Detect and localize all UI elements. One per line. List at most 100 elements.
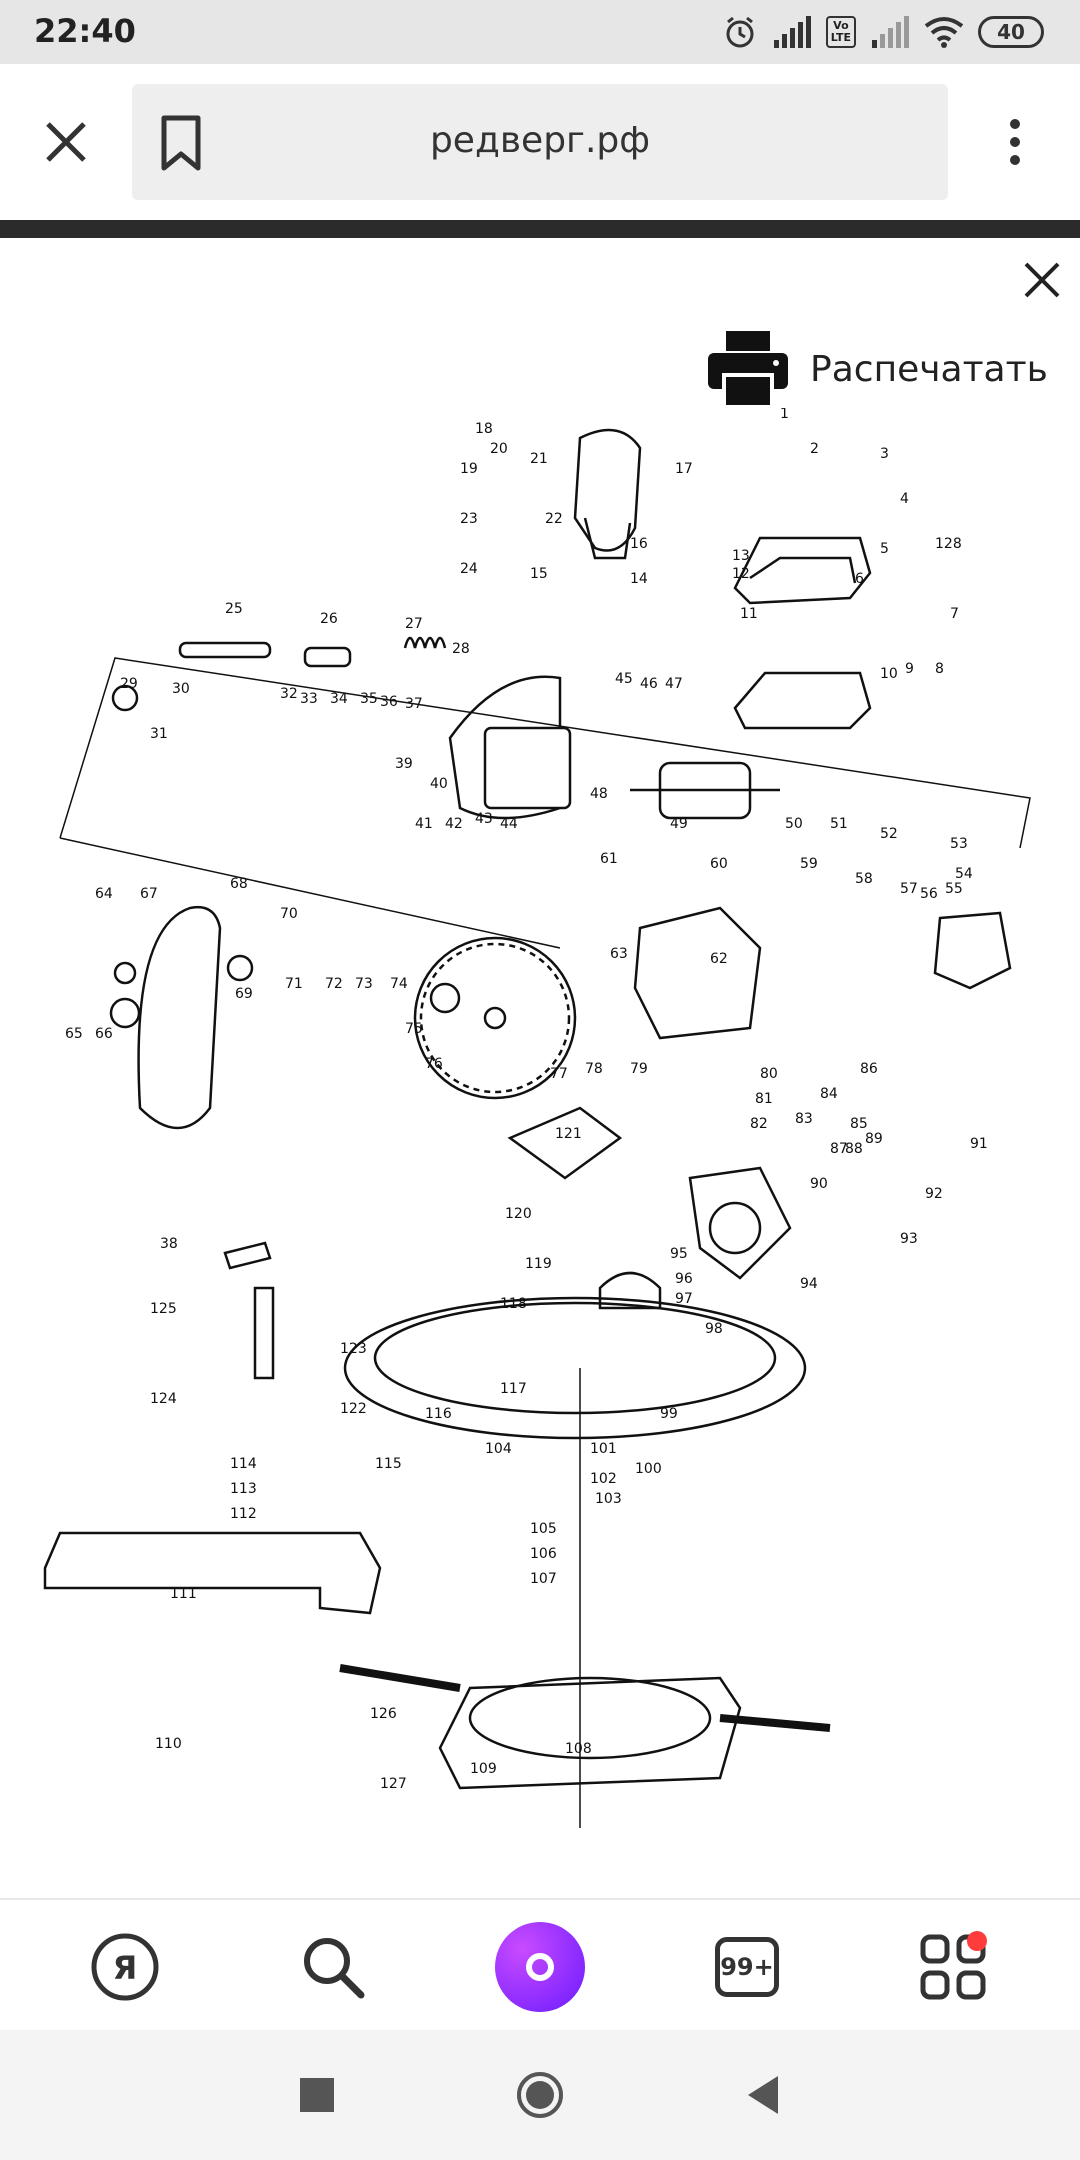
part-label: 127 (380, 1776, 407, 1792)
part-label: 21 (530, 451, 548, 467)
part-label: 87 (830, 1141, 848, 1157)
part-label: 91 (970, 1136, 988, 1152)
bookmark-icon[interactable] (154, 114, 208, 172)
part-label: 42 (445, 816, 463, 832)
signal-icon (773, 16, 811, 48)
part-label: 86 (860, 1061, 878, 1077)
part-label: 74 (390, 976, 408, 992)
part-label: 60 (710, 856, 728, 872)
system-nav (0, 2030, 1080, 2160)
part-label: 32 (280, 686, 298, 702)
recents-icon[interactable] (292, 2070, 342, 2120)
part-label: 99 (660, 1406, 678, 1422)
part-label: 55 (945, 881, 963, 897)
part-label: 121 (555, 1126, 582, 1142)
part-label: 47 (665, 676, 683, 692)
battery-icon: 40 (978, 16, 1044, 48)
part-label: 96 (675, 1271, 693, 1287)
part-label: 106 (530, 1546, 557, 1562)
part-label: 36 (380, 694, 398, 710)
part-label: 52 (880, 826, 898, 842)
part-label: 66 (95, 1026, 113, 1042)
part-label: 115 (375, 1456, 402, 1472)
alice-icon[interactable] (495, 1922, 585, 2012)
part-label: 7 (950, 606, 959, 622)
part-label: 48 (590, 786, 608, 802)
part-label: 67 (140, 886, 158, 902)
part-label: 56 (920, 886, 938, 902)
part-label: 72 (325, 976, 343, 992)
back-icon[interactable] (738, 2070, 788, 2120)
status-time: 22:40 (34, 12, 136, 50)
url-text[interactable]: редверг.рф (429, 120, 651, 161)
part-label: 80 (760, 1066, 778, 1082)
search-icon[interactable] (288, 1922, 378, 2012)
part-label: 77 (550, 1066, 568, 1082)
close-icon[interactable] (36, 112, 96, 172)
part-label: 73 (355, 976, 373, 992)
part-label: 12 (732, 566, 750, 582)
yandex-icon[interactable]: Я (80, 1922, 170, 2012)
part-label: 92 (925, 1186, 943, 1202)
part-label: 18 (475, 421, 493, 437)
part-label: 62 (710, 951, 728, 967)
part-label: 53 (950, 836, 968, 852)
part-label: 110 (155, 1736, 182, 1752)
part-label: 105 (530, 1521, 557, 1537)
part-label: 8 (935, 661, 944, 677)
part-label: 25 (225, 601, 243, 617)
part-label: 27 (405, 616, 423, 632)
part-label: 54 (955, 866, 973, 882)
part-label: 2 (810, 441, 819, 457)
part-label: 43 (475, 811, 493, 827)
divider (0, 220, 1080, 238)
part-label: 114 (230, 1456, 257, 1472)
part-label: 112 (230, 1506, 257, 1522)
part-label: 9 (905, 661, 914, 677)
more-vert-icon[interactable] (990, 112, 1040, 172)
address-bar[interactable]: редверг.рф (132, 84, 948, 200)
part-label: 6 (855, 571, 864, 587)
part-label: 81 (755, 1091, 773, 1107)
part-label: 128 (935, 536, 962, 552)
part-label: 85 (850, 1116, 868, 1132)
part-label: 116 (425, 1406, 452, 1422)
part-label: 46 (640, 676, 658, 692)
part-label: 101 (590, 1441, 617, 1457)
part-label: 123 (340, 1341, 367, 1357)
part-label: 82 (750, 1116, 768, 1132)
part-label: 35 (360, 691, 378, 707)
browser-bottom-nav: Я 99+ (0, 1898, 1080, 2030)
print-label: Распечатать (810, 348, 1048, 390)
part-label: 45 (615, 671, 633, 687)
part-label: 3 (880, 446, 889, 462)
part-label: 4 (900, 491, 909, 507)
apps-icon[interactable] (908, 1922, 998, 2012)
close-icon[interactable] (1020, 258, 1064, 302)
part-label: 122 (340, 1401, 367, 1417)
part-label: 28 (452, 641, 470, 657)
print-button[interactable]: Распечатать (706, 324, 1048, 414)
part-label: 51 (830, 816, 848, 832)
part-label: 83 (795, 1111, 813, 1127)
part-label: 34 (330, 691, 348, 707)
part-label: 79 (630, 1061, 648, 1077)
part-label: 124 (150, 1391, 177, 1407)
part-label: 59 (800, 856, 818, 872)
part-label: 29 (120, 676, 138, 692)
part-label: 75 (405, 1021, 423, 1037)
part-label: 58 (855, 871, 873, 887)
part-label: 100 (635, 1461, 662, 1477)
part-label: 117 (500, 1381, 527, 1397)
part-label: 120 (505, 1206, 532, 1222)
part-label: 24 (460, 561, 478, 577)
part-label: 49 (670, 816, 688, 832)
part-label: 57 (900, 881, 918, 897)
tabs-icon[interactable]: 99+ (702, 1922, 792, 2012)
part-label: 113 (230, 1481, 257, 1497)
home-icon[interactable] (515, 2070, 565, 2120)
part-label: 118 (500, 1296, 527, 1312)
